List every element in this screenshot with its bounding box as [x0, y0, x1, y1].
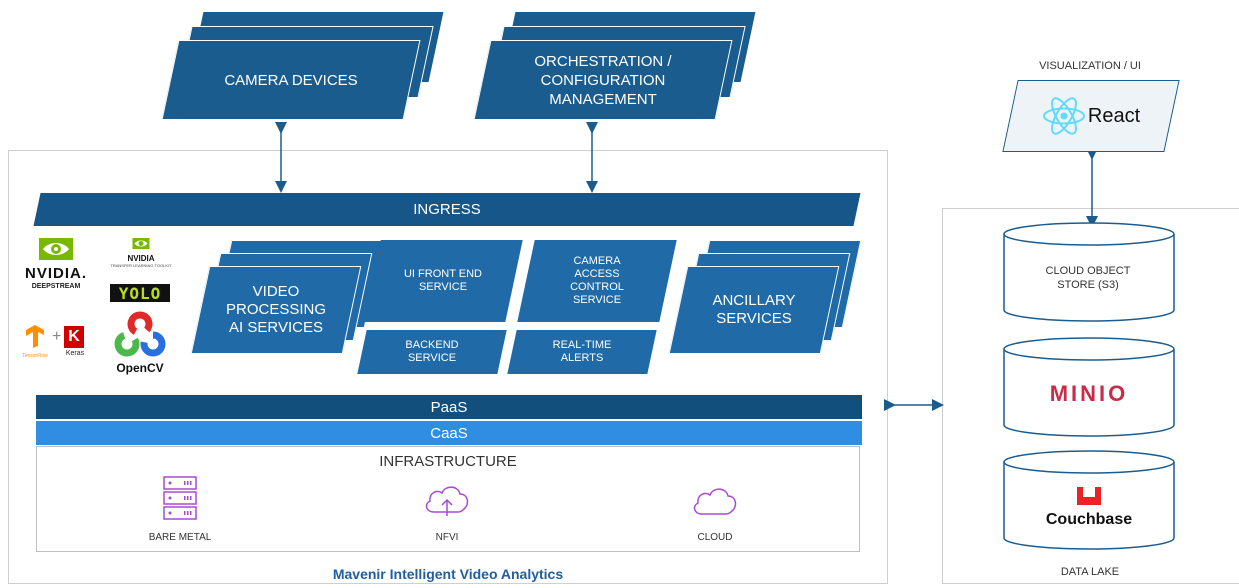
cloud-icon [693, 488, 737, 515]
cloud-upload-icon [425, 486, 469, 516]
main-frame [8, 150, 888, 584]
yolo-label: YOLO [118, 283, 162, 303]
yolo-logo: YOLO [110, 283, 170, 303]
nvidia-deepstream-logo: NVIDIA. DEEPSTREAM [22, 238, 90, 302]
realtime-alerts-box[interactable]: REAL-TIME ALERTS [507, 330, 657, 374]
nvidia-wordmark: NVIDIA. [24, 265, 87, 282]
camera-access-label: CAMERA ACCESS CONTROL SERVICE [570, 255, 624, 306]
footer-title: Mavenir Intelligent Video Analytics [332, 566, 564, 582]
backend-label: BACKEND SERVICE [405, 339, 459, 364]
react-atom-icon [1042, 97, 1085, 135]
minio-logo: MINIO [1049, 381, 1129, 406]
ingress-label: INGRESS [413, 201, 481, 218]
keras-label: Keras [65, 350, 85, 357]
tensorflow-label: TensorFlow [22, 353, 48, 359]
camera-access-box[interactable]: CAMERA ACCESS CONTROL SERVICE [517, 240, 677, 322]
cloud-label: CLOUD [697, 532, 733, 543]
opencv-label: OpenCV [116, 361, 164, 375]
plus-sign: + [52, 328, 62, 345]
react-box[interactable]: React [1002, 80, 1180, 152]
keras-logo: K Keras [64, 326, 86, 357]
bare-metal-label: BARE METAL [148, 532, 212, 543]
couchbase-cylinder [1003, 450, 1175, 550]
keras-k-icon: K [64, 326, 84, 348]
tensorflow-logo: TensorFlow [22, 324, 48, 364]
visualization-label: VISUALIZATION / UI [1039, 60, 1141, 72]
data-lake-label: DATA LAKE [1060, 566, 1120, 578]
nvidia-small-wordmark: NVIDIA [127, 254, 155, 263]
infrastructure-label: INFRASTRUCTURE [379, 453, 517, 470]
deepstream-label: DEEPSTREAM [31, 283, 81, 290]
nvidia-tlt-logo: NVIDIA TRANSFER LEARNING TOOLKIT [110, 236, 172, 268]
minio-cylinder [1003, 337, 1175, 437]
orchestration-box[interactable]: ORCHESTRATION / CONFIGURATION MANAGEMENT [473, 40, 733, 120]
react-label: React [1087, 104, 1141, 127]
cloud-object-store-label: CLOUD OBJECT STORE (S3) [1045, 265, 1131, 291]
camera-devices-label: CAMERA DEVICES [224, 71, 358, 89]
couchbase-label: Couchbase [1045, 511, 1133, 528]
ui-front-end-box[interactable]: UI FRONT END SERVICE [363, 240, 523, 322]
s3-cylinder [1003, 222, 1175, 322]
paas-label: PaaS [430, 398, 468, 416]
caas-label: CaaS [430, 424, 468, 442]
caas-bar[interactable]: CaaS [36, 421, 862, 445]
react-logo: React [1011, 81, 1171, 151]
orchestration-label: ORCHESTRATION / CONFIGURATION MANAGEMENT [534, 52, 672, 108]
video-processing-box[interactable]: VIDEO PROCESSING AI SERVICES [190, 266, 362, 354]
ingress-bar[interactable]: INGRESS [33, 193, 861, 226]
opencv-logo: OpenCV [110, 311, 170, 375]
ancillary-label: ANCILLARY SERVICES [712, 292, 796, 327]
tlt-label: TRANSFER LEARNING TOOLKIT [110, 263, 172, 268]
nvidia-eye-icon [39, 238, 73, 260]
ancillary-box[interactable]: ANCILLARY SERVICES [668, 266, 840, 354]
nvidia-small-eye-icon [132, 238, 150, 249]
ui-front-end-label: UI FRONT END SERVICE [403, 268, 483, 293]
nfvi-label: NFVI [435, 532, 459, 543]
opencv-icon [114, 311, 166, 357]
backend-box[interactable]: BACKEND SERVICE [357, 330, 507, 374]
camera-devices-box[interactable]: CAMERA DEVICES [161, 40, 421, 120]
server-rack-icon [163, 476, 197, 520]
realtime-alerts-label: REAL-TIME ALERTS [552, 339, 612, 364]
video-processing-label: VIDEO PROCESSING AI SERVICES [225, 283, 327, 336]
infrastructure-box: INFRASTRUCTURE [36, 446, 860, 552]
tensorflow-icon [26, 325, 44, 348]
couchbase-icon [1077, 487, 1101, 505]
paas-bar[interactable]: PaaS [36, 395, 862, 419]
